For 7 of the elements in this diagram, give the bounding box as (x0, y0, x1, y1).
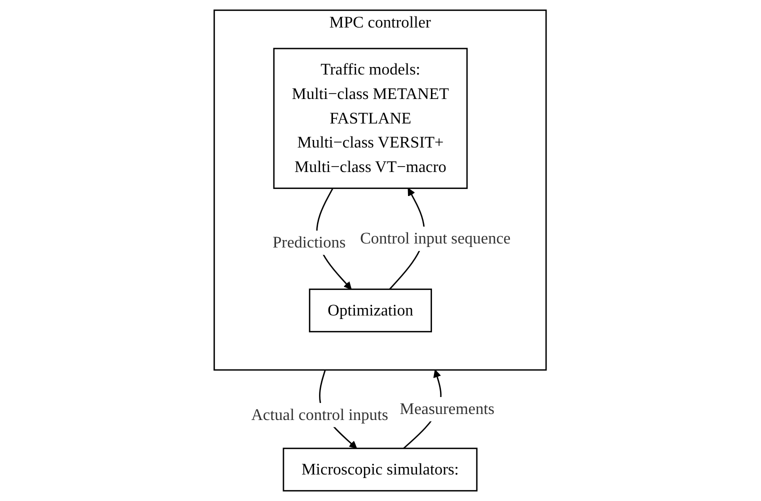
edge-label: Measurements (400, 400, 495, 418)
edge-label: Actual control inputs (252, 406, 389, 424)
node-box: Traffic models: Multi−class METANET FASTLANE Multi−class VERSIT+ Multi−class VT−macro (274, 48, 468, 189)
node-box: Microscopic simulators: (283, 448, 478, 492)
edge-label: Predictions (272, 233, 346, 252)
edge-label: Control input sequence (360, 229, 511, 248)
node-box: Optimization (309, 288, 432, 332)
